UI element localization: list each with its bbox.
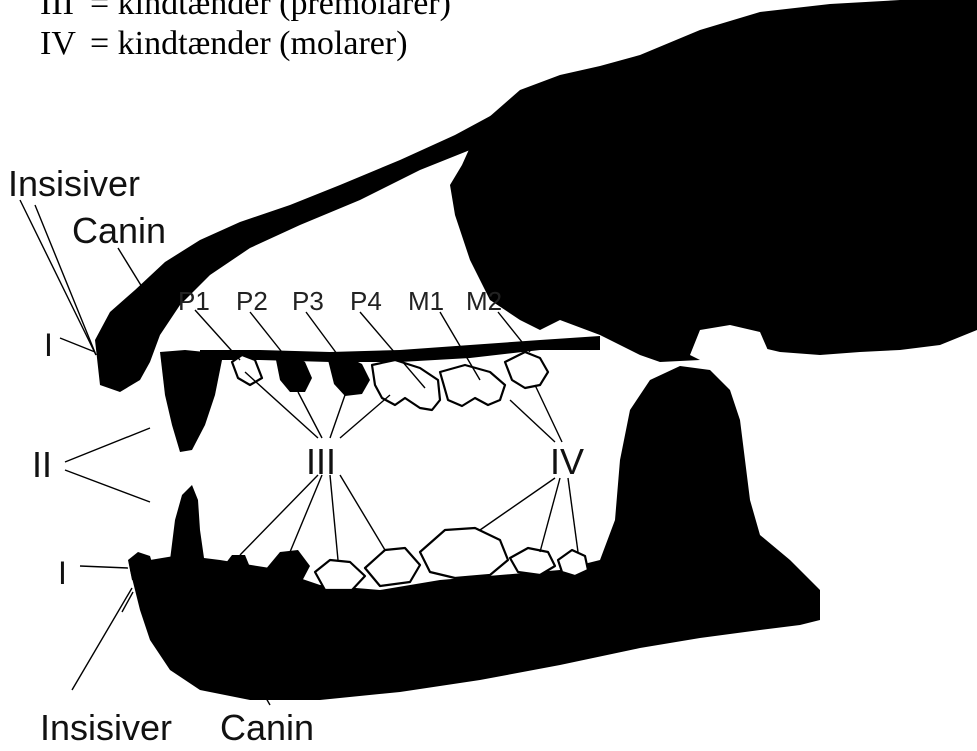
- leader-p2: [250, 312, 285, 356]
- label-canin-bottom: Canin: [220, 707, 314, 748]
- leader-iv-3: [480, 478, 555, 530]
- legend-numeral-iii: III: [40, 0, 74, 22]
- label-p2: P2: [236, 286, 268, 316]
- cranium-shape: [450, 0, 977, 362]
- label-canin-top: Canin: [72, 210, 166, 251]
- legend-text-premolars: = kindtænder (premolarer): [90, 0, 451, 22]
- lower-m2-shape: [510, 548, 555, 575]
- leader-iii-8: [340, 475, 385, 550]
- label-m2: M2: [466, 286, 502, 316]
- leader-iv-5: [568, 478, 578, 552]
- leader-ii-upper: [65, 428, 150, 462]
- leader-i-lower: [80, 566, 128, 568]
- leader-iv-2: [535, 385, 562, 442]
- upper-m1-shape: [440, 365, 505, 406]
- leader-iii-4: [340, 395, 390, 438]
- lower-p4-shape: [365, 548, 420, 586]
- label-group-iii: III: [306, 441, 336, 482]
- legend: III = kindtænder (premolarer) IV = kindt…: [40, 0, 451, 62]
- label-p4: P4: [350, 286, 382, 316]
- label-insisiver-bottom: Insisiver: [40, 707, 172, 748]
- leader-ii-lower: [65, 470, 150, 502]
- label-group-ii: II: [32, 444, 52, 485]
- leader-iii-3: [330, 395, 345, 438]
- label-p3: P3: [292, 286, 324, 316]
- label-group-i-upper: I: [44, 327, 53, 363]
- leader-insisiver-bottom: [72, 588, 132, 690]
- leader-iv-4: [540, 478, 560, 552]
- lower-m1-shape: [420, 528, 508, 578]
- leader-p3: [306, 312, 340, 358]
- upper-m2-shape: [505, 352, 548, 388]
- label-insisiver-top: Insisiver: [8, 163, 140, 204]
- legend-numeral-iv: IV: [40, 25, 76, 62]
- upper-teeth: [232, 352, 548, 410]
- lower-canine-shape: [170, 485, 205, 565]
- label-p1: P1: [178, 286, 210, 316]
- label-m1: M1: [408, 286, 444, 316]
- legend-text-molars: = kindtænder (molarer): [90, 25, 408, 62]
- label-group-i-lower: I: [58, 555, 67, 591]
- lower-m3-shape: [558, 550, 588, 576]
- leader-iii-5: [240, 475, 318, 555]
- label-group-iv: IV: [550, 441, 584, 482]
- lower-p3-shape: [315, 560, 365, 590]
- upper-canine-shape: [160, 350, 222, 452]
- skull-lower: [128, 366, 820, 700]
- leader-iv-1: [510, 400, 555, 442]
- leader-iii-7: [330, 475, 338, 560]
